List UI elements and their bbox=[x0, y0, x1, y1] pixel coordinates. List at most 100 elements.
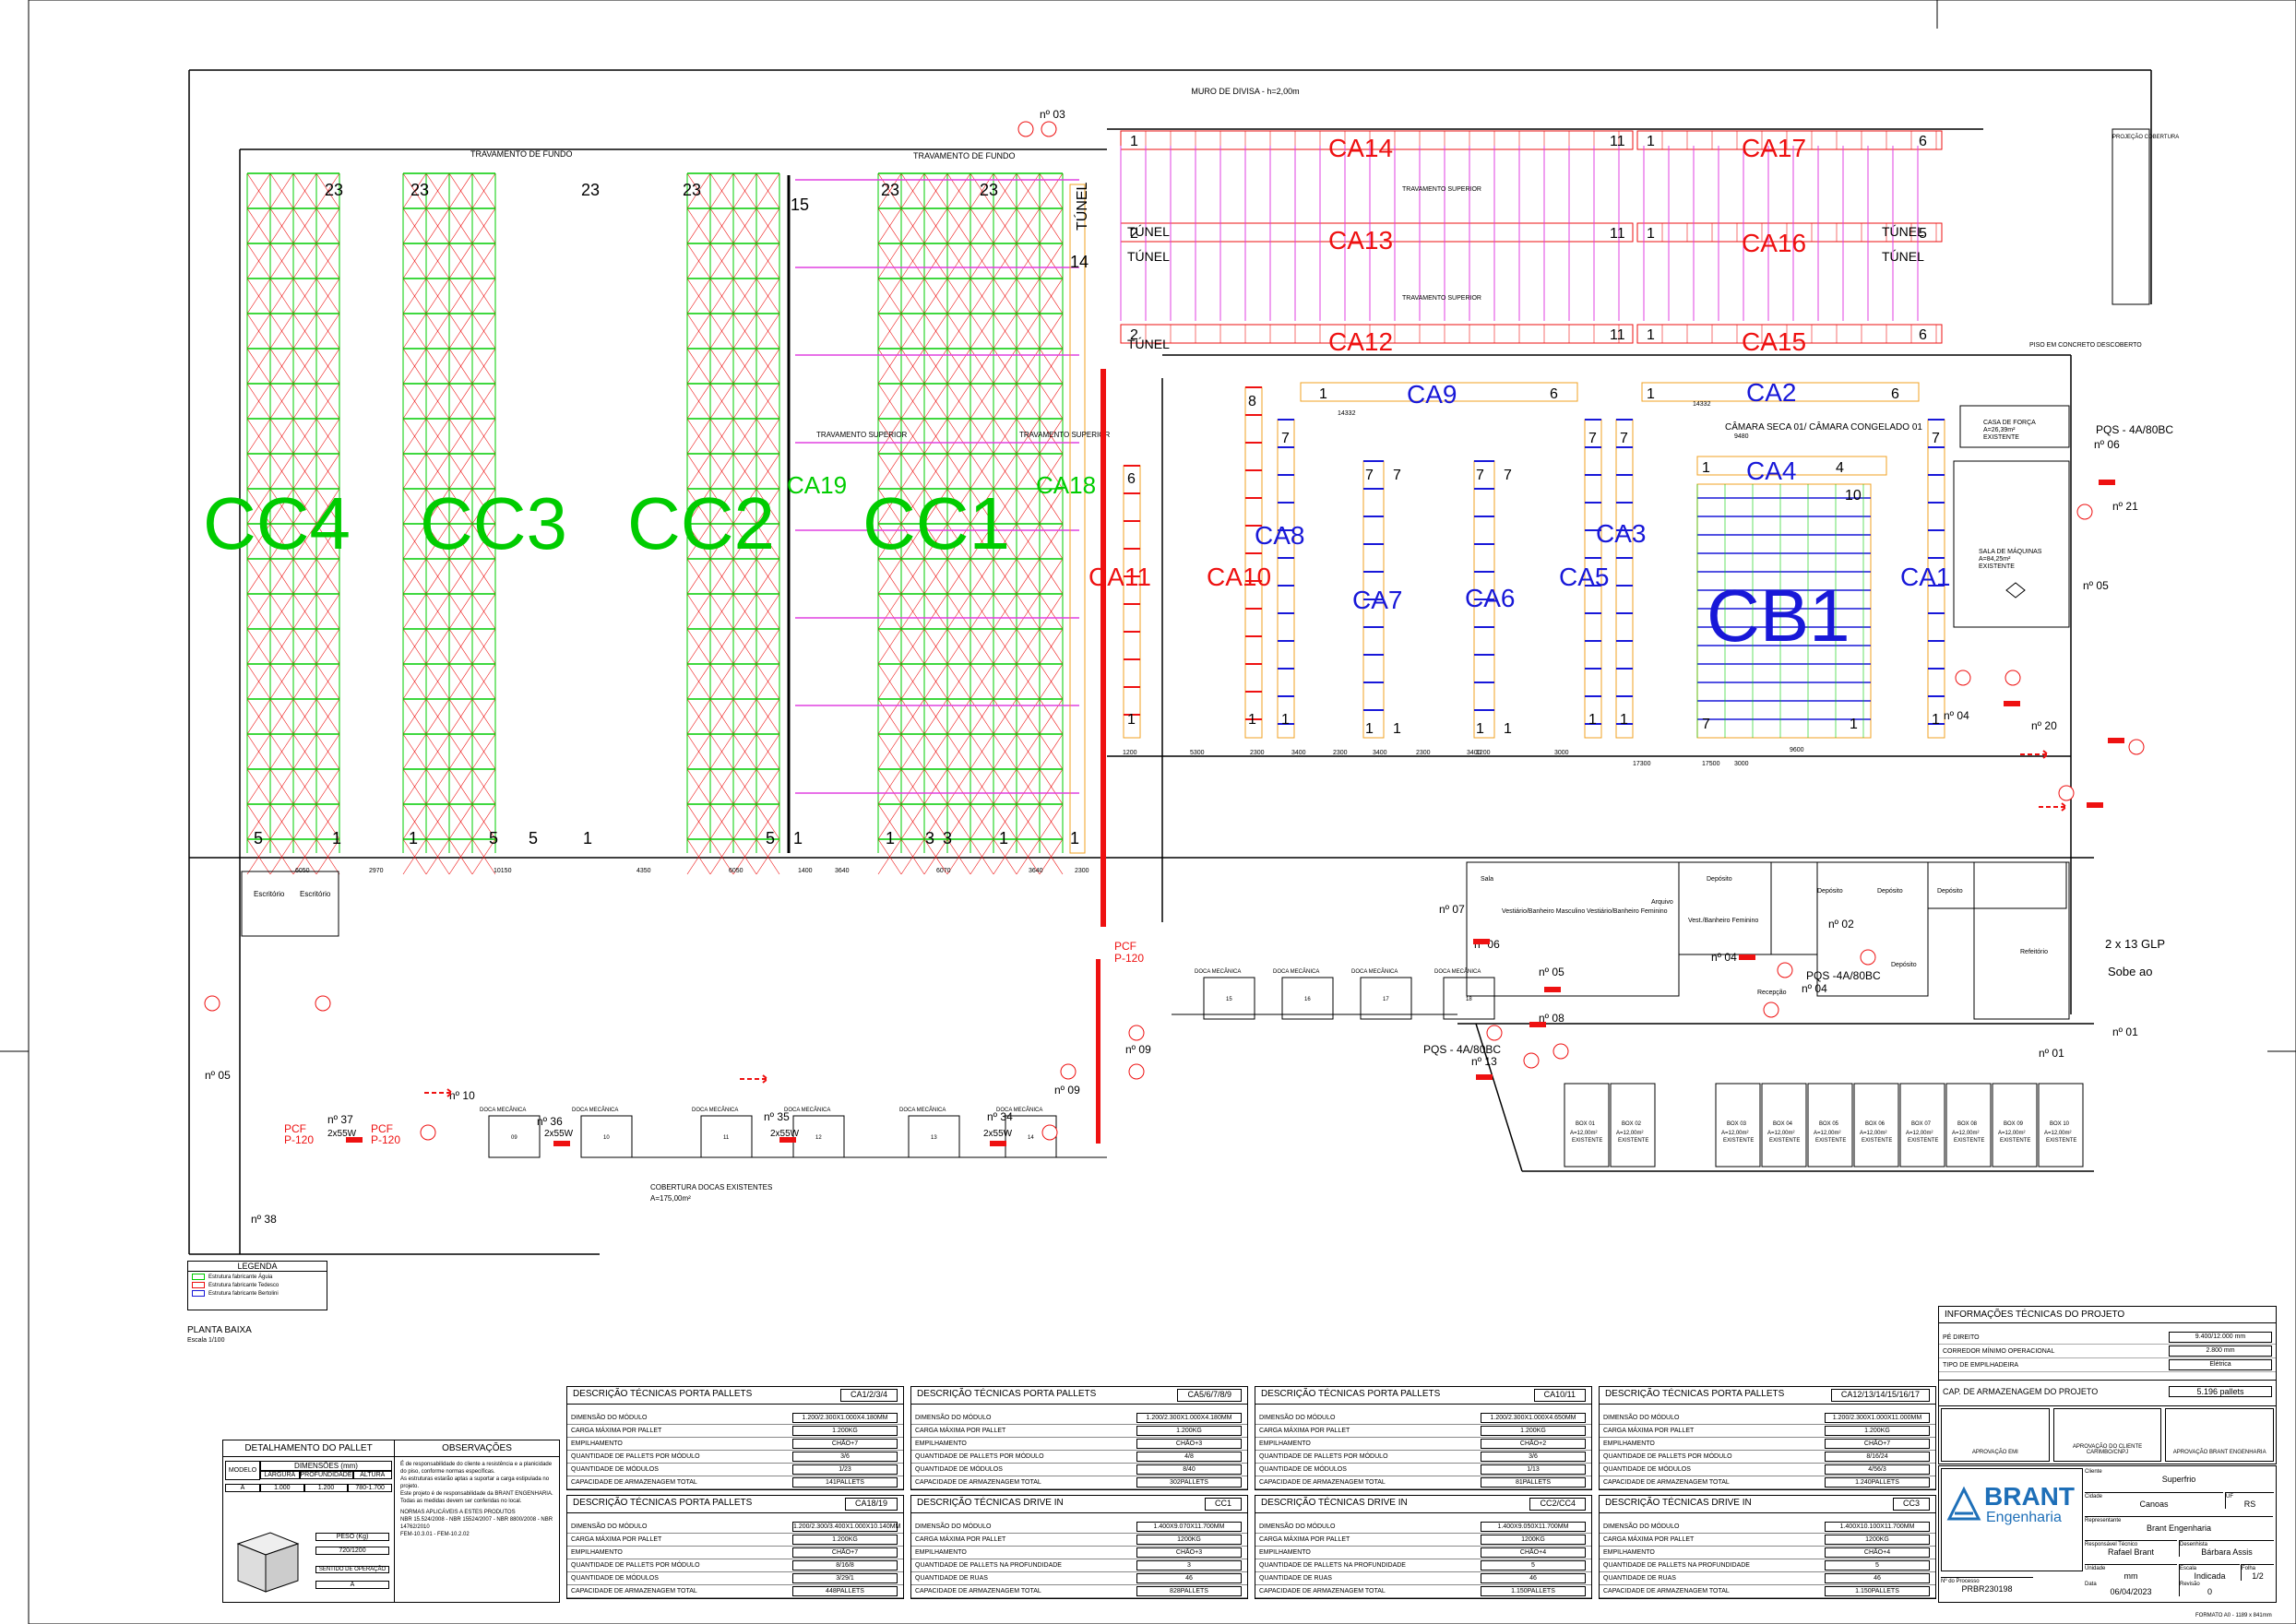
tech-table-label: DIMENSÃO DO MÓDULO bbox=[571, 1415, 648, 1421]
dock-label: DOCA MECÂNICA bbox=[784, 1107, 830, 1113]
tech-table-label: EMPILHAMENTO bbox=[571, 1440, 623, 1447]
dimension: 1200 bbox=[1123, 750, 1137, 756]
rack-brace bbox=[471, 628, 496, 665]
tech-table-value: 81PALLETS bbox=[1481, 1477, 1586, 1488]
rack-end-number: 1 bbox=[1070, 829, 1079, 848]
tech-table-value: 1.200KG bbox=[1481, 1426, 1586, 1436]
rack-brace bbox=[448, 313, 473, 350]
rack-brace bbox=[709, 838, 734, 875]
extinguisher-icon bbox=[1955, 670, 1971, 686]
rack-brace bbox=[292, 838, 317, 875]
rack-brace bbox=[292, 207, 317, 244]
chamber-end-right: 11 bbox=[1610, 226, 1625, 242]
approval-emi: APROVAÇÃO EMI bbox=[1941, 1408, 2050, 1462]
rack-brace bbox=[946, 803, 971, 840]
rack-brace bbox=[1039, 838, 1064, 875]
extinguisher-icon bbox=[1060, 1063, 1077, 1080]
rack-label-ca15: CA15 bbox=[1742, 327, 1806, 356]
rack-brace bbox=[246, 523, 271, 560]
rack-brace bbox=[1039, 488, 1064, 525]
rack-label-ca4: CA4 bbox=[1746, 456, 1796, 485]
tech-table-label: QUANTIDADE DE PALLETS POR MÓDULO bbox=[571, 1453, 700, 1460]
rack-brace bbox=[315, 768, 340, 805]
fire-wall bbox=[1100, 369, 1106, 927]
rack-brace bbox=[448, 803, 473, 840]
rack-frame bbox=[1123, 465, 1141, 739]
rack-brace bbox=[425, 172, 450, 209]
rack-end-number: 7 bbox=[1702, 717, 1710, 732]
rack-end-number: 23 bbox=[881, 181, 899, 199]
dock-label: DOCA MECÂNICA bbox=[572, 1107, 618, 1113]
rack-brace bbox=[732, 278, 757, 314]
rep-value: Brant Engenharia bbox=[2146, 1523, 2212, 1533]
rack-brace bbox=[732, 838, 757, 875]
dock-number: 14 bbox=[1028, 1135, 1034, 1141]
rack-brace bbox=[709, 348, 734, 385]
rack-brace bbox=[970, 663, 994, 700]
rack-end-number: 1 bbox=[1647, 386, 1655, 402]
alarm-icon bbox=[346, 1137, 363, 1143]
tech-table-value: 1/13 bbox=[1481, 1464, 1586, 1475]
extinguisher-icon bbox=[204, 995, 220, 1012]
rack-brace bbox=[269, 348, 294, 385]
rack-brace bbox=[402, 207, 427, 244]
info-label: CORREDOR MÍNIMO OPERACIONAL bbox=[1943, 1347, 2055, 1355]
tech-table-label: EMPILHAMENTO bbox=[571, 1549, 623, 1556]
rack-brace bbox=[923, 838, 948, 875]
rack-brace bbox=[1016, 418, 1041, 455]
rack-brace bbox=[686, 558, 711, 595]
rack-brace bbox=[471, 207, 496, 244]
rack-brace bbox=[755, 558, 780, 595]
tech-table-label: EMPILHAMENTO bbox=[915, 1440, 967, 1447]
rack-brace bbox=[709, 803, 734, 840]
equip-n03: nº 03 bbox=[1040, 108, 1065, 121]
rack-brace bbox=[425, 558, 450, 595]
extinguisher-icon bbox=[1777, 962, 1793, 978]
rack-brace bbox=[993, 558, 1017, 595]
rack-brace bbox=[269, 698, 294, 735]
box-room bbox=[1761, 1083, 1807, 1168]
rack-labels: CC4 CC3 CC2 CC1 CA19 CA18 CA14 CA13 CA12… bbox=[203, 134, 1950, 657]
rack-label-ca8: CA8 bbox=[1255, 521, 1304, 550]
dimension: 3000 bbox=[1554, 750, 1569, 756]
rack-brace bbox=[292, 768, 317, 805]
tech-table-value: 3/29/1 bbox=[792, 1573, 898, 1583]
rack-brace bbox=[923, 453, 948, 490]
rack-brace bbox=[877, 838, 902, 875]
rack-brace bbox=[970, 593, 994, 630]
tech-table-value: 1.150PALLETS bbox=[1481, 1586, 1586, 1596]
rack-brace bbox=[732, 243, 757, 279]
room-vestiario-m: Vestiário/Banheiro Masculino bbox=[1502, 908, 1585, 915]
tech-table-label: QUANTIDADE DE RUAS bbox=[1603, 1575, 1676, 1582]
lamp-1: 2x55W bbox=[327, 1129, 357, 1139]
extinguisher-icon bbox=[420, 1124, 436, 1141]
rack-brace bbox=[425, 803, 450, 840]
pallet-drawing bbox=[236, 1532, 300, 1593]
lamp-2: 2x55W bbox=[544, 1129, 574, 1139]
rack-brace bbox=[877, 278, 902, 314]
rack-brace bbox=[1039, 558, 1064, 595]
rack-brace bbox=[686, 348, 711, 385]
tech-table-label: CAPACIDADE DE ARMAZENAGEM TOTAL bbox=[915, 1588, 1041, 1594]
tech-table-value: 3/6 bbox=[1481, 1452, 1586, 1462]
chamber-end-left: 1 bbox=[1647, 134, 1655, 149]
rack-brace bbox=[292, 453, 317, 490]
box-area: A=12,00m² bbox=[1767, 1131, 1795, 1136]
tech-table-label: CAPACIDADE DE ARMAZENAGEM TOTAL bbox=[1603, 1479, 1730, 1486]
rack-brace bbox=[686, 698, 711, 735]
projecao-label: PROJEÇÃO COBERTURA bbox=[2112, 134, 2179, 140]
